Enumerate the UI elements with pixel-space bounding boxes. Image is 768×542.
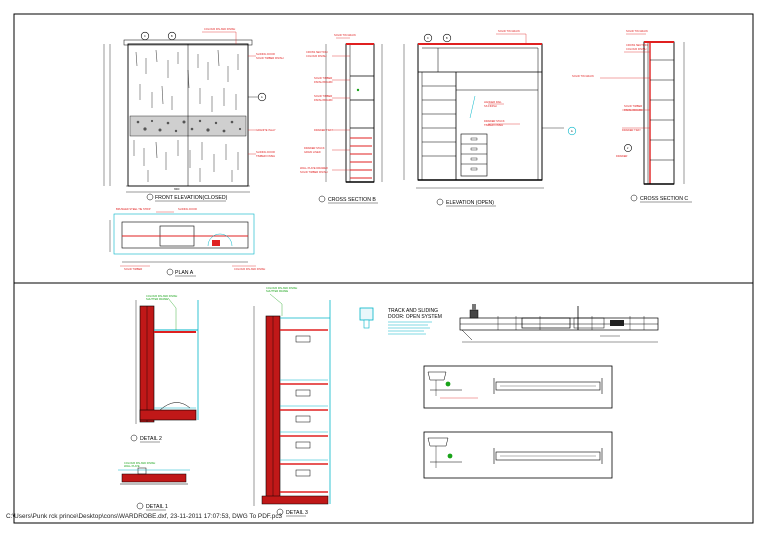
title-marker-front-elevation xyxy=(146,193,154,201)
svg-text:COLOUR FIN AND FINISH: COLOUR FIN AND FINISH xyxy=(204,27,235,31)
plan-a-title: PLAN A xyxy=(175,270,194,276)
svg-text:GRANITE INLAY: GRANITE INLAY xyxy=(256,128,276,132)
elevation-open-title: ELEVATION (OPEN) xyxy=(446,200,494,206)
svg-text:SLIDING DOOR: SLIDING DOOR xyxy=(256,150,275,154)
svg-text:COLOUR FIN AND FINISH: COLOUR FIN AND FINISH xyxy=(124,461,155,465)
track-rail-drawing xyxy=(459,304,659,343)
svg-text:COLOUR FIN AND FINISH: COLOUR FIN AND FINISH xyxy=(146,294,177,298)
svg-text:3600: 3600 xyxy=(174,188,180,191)
plan-a-drawing: BRUSHED STEEL TIE STRIP SLIDING DOOR SOL… xyxy=(109,207,265,271)
svg-text:SOLID TIMBER: SOLID TIMBER xyxy=(314,94,332,98)
track-system-block: TRACK AND SLIDING DOOR: OPEN SYSTEM xyxy=(359,307,442,335)
svg-text:A: A xyxy=(261,96,263,99)
svg-text:DRAWER STACK: DRAWER STACK xyxy=(484,119,505,123)
svg-text:SLIDING DOOR: SLIDING DOOR xyxy=(178,207,197,211)
svg-text:COLOUR FINISH: COLOUR FINISH xyxy=(306,54,326,58)
file-path-footer: C:\Users\Punk rck prince\Desktop\cons\WA… xyxy=(6,513,283,520)
svg-text:TIMBER FINISH: TIMBER FINISH xyxy=(256,154,275,158)
svg-text:SS FINISH: SS FINISH xyxy=(484,104,497,108)
svg-text:SOLID TIN GRAIN: SOLID TIN GRAIN xyxy=(626,29,648,33)
title-marker-elevation-open xyxy=(436,198,444,206)
svg-text:B: B xyxy=(446,37,448,40)
title-marker-detail-1 xyxy=(136,502,144,510)
svg-text:DRAWER: DRAWER xyxy=(616,154,628,158)
svg-text:SHUTTER FRAME: SHUTTER FRAME xyxy=(146,297,168,301)
svg-text:SOLID TIMBER FINISH: SOLID TIMBER FINISH xyxy=(256,56,284,60)
svg-text:SOLID TIMBER FINISH: SOLID TIMBER FINISH xyxy=(300,170,328,174)
detail-3-drawing: COLOUR FIN AND FINISH SHUTTER FRAME xyxy=(253,286,331,506)
svg-text:C: C xyxy=(144,35,146,38)
svg-text:GRAIN LINED: GRAIN LINED xyxy=(304,150,321,154)
track-system-icon xyxy=(359,307,374,321)
svg-text:HANGER RAIL: HANGER RAIL xyxy=(484,100,502,104)
front-elevation-drawing: 3600 COLOUR FIN AND FINISH SLIDING DOOR … xyxy=(103,27,284,193)
svg-text:TIMBER FINISH: TIMBER FINISH xyxy=(484,123,503,127)
title-marker-plan-a xyxy=(166,268,174,276)
title-marker-detail-3 xyxy=(276,508,284,516)
sheet-border xyxy=(13,13,754,524)
track-title-line1: TRACK AND SLIDING xyxy=(388,308,438,314)
svg-text:B: B xyxy=(171,35,173,38)
section-marker-c xyxy=(140,31,150,41)
svg-text:SOLID TIN GRAIN: SOLID TIN GRAIN xyxy=(572,74,594,78)
svg-text:C: C xyxy=(427,37,429,40)
section-marker-two xyxy=(624,144,632,152)
svg-text:FINISH BOARD: FINISH BOARD xyxy=(314,80,333,84)
svg-text:SOLID TIN GRAIN: SOLID TIN GRAIN xyxy=(498,29,520,33)
svg-text:DRAWER STACK: DRAWER STACK xyxy=(304,146,325,150)
title-marker-cross-section-c xyxy=(630,194,638,202)
svg-text:A: A xyxy=(571,130,573,133)
svg-text:DRAWER TRAY: DRAWER TRAY xyxy=(622,128,641,132)
svg-text:SOLID TIN GRAIN: SOLID TIN GRAIN xyxy=(334,33,356,37)
svg-text:2: 2 xyxy=(627,147,629,150)
roller-detail-box-2 xyxy=(423,431,613,479)
svg-text:SHUTTER FRAME: SHUTTER FRAME xyxy=(266,289,288,293)
svg-text:FINISH BOARD: FINISH BOARD xyxy=(314,98,333,102)
section-marker-a xyxy=(257,92,267,102)
detail-3-title: DETAIL 3 xyxy=(286,510,308,516)
elevation-open-drawing: SOLID TIN GRAIN HANGER RAIL SS FINISH DR… xyxy=(403,29,577,189)
section-marker-c-open xyxy=(423,33,433,43)
cross-section-b-title: CROSS SECTION B xyxy=(328,197,376,203)
svg-text:COLOUR FIN AND FINISH: COLOUR FIN AND FINISH xyxy=(234,267,265,271)
section-marker-a-open xyxy=(567,126,577,136)
svg-text:SLIDING DOOR: SLIDING DOOR xyxy=(256,52,275,56)
detail-1-title: DETAIL 1 xyxy=(146,504,168,510)
title-marker-cross-section-b xyxy=(318,195,326,203)
cross-section-c-title: CROSS SECTION C xyxy=(640,196,688,202)
svg-text:WALL PLATE: WALL PLATE xyxy=(124,464,140,468)
section-marker-b xyxy=(167,31,177,41)
svg-text:BRUSHED STEEL TIE STRIP: BRUSHED STEEL TIE STRIP xyxy=(116,207,151,211)
front-elevation-title: FRONT ELEVATION(CLOSED) xyxy=(155,195,228,201)
svg-text:CROSS SECTION: CROSS SECTION xyxy=(626,43,648,47)
svg-text:COLOUR FINISH: COLOUR FINISH xyxy=(626,47,646,51)
detail-2-title: DETAIL 2 xyxy=(140,436,162,442)
svg-text:FINISH BOARD: FINISH BOARD xyxy=(624,108,643,112)
section-marker-b-open xyxy=(442,33,452,43)
title-marker-detail-2 xyxy=(130,434,138,442)
svg-text:DRAWER TRAY: DRAWER TRAY xyxy=(314,128,333,132)
svg-text:SOLID TIMBER: SOLID TIMBER xyxy=(124,267,142,271)
cross-section-c-drawing: SOLID TIN GRAIN CROSS SECTION COLOUR FIN… xyxy=(572,29,685,185)
svg-text:COLOUR FIN AND FINISH: COLOUR FIN AND FINISH xyxy=(266,286,297,290)
svg-text:SOLID TIMBER: SOLID TIMBER xyxy=(314,76,332,80)
cross-section-b-drawing: SOLID TIN GRAIN CROSS SECTION COLOUR FIN… xyxy=(300,33,383,183)
detail-2-drawing: COLOUR FIN AND FINISH SHUTTER FRAME xyxy=(135,294,199,424)
track-title-line2: DOOR: OPEN SYSTEM xyxy=(388,314,442,320)
detail-1-drawing: COLOUR FIN AND FINISH WALL PLATE xyxy=(118,461,190,485)
roller-detail-box-1 xyxy=(423,365,613,409)
svg-text:CROSS SECTION: CROSS SECTION xyxy=(306,50,328,54)
svg-text:WALL PLATE DRAWER: WALL PLATE DRAWER xyxy=(300,166,328,170)
svg-text:SOLID TIMBER: SOLID TIMBER xyxy=(624,104,642,108)
